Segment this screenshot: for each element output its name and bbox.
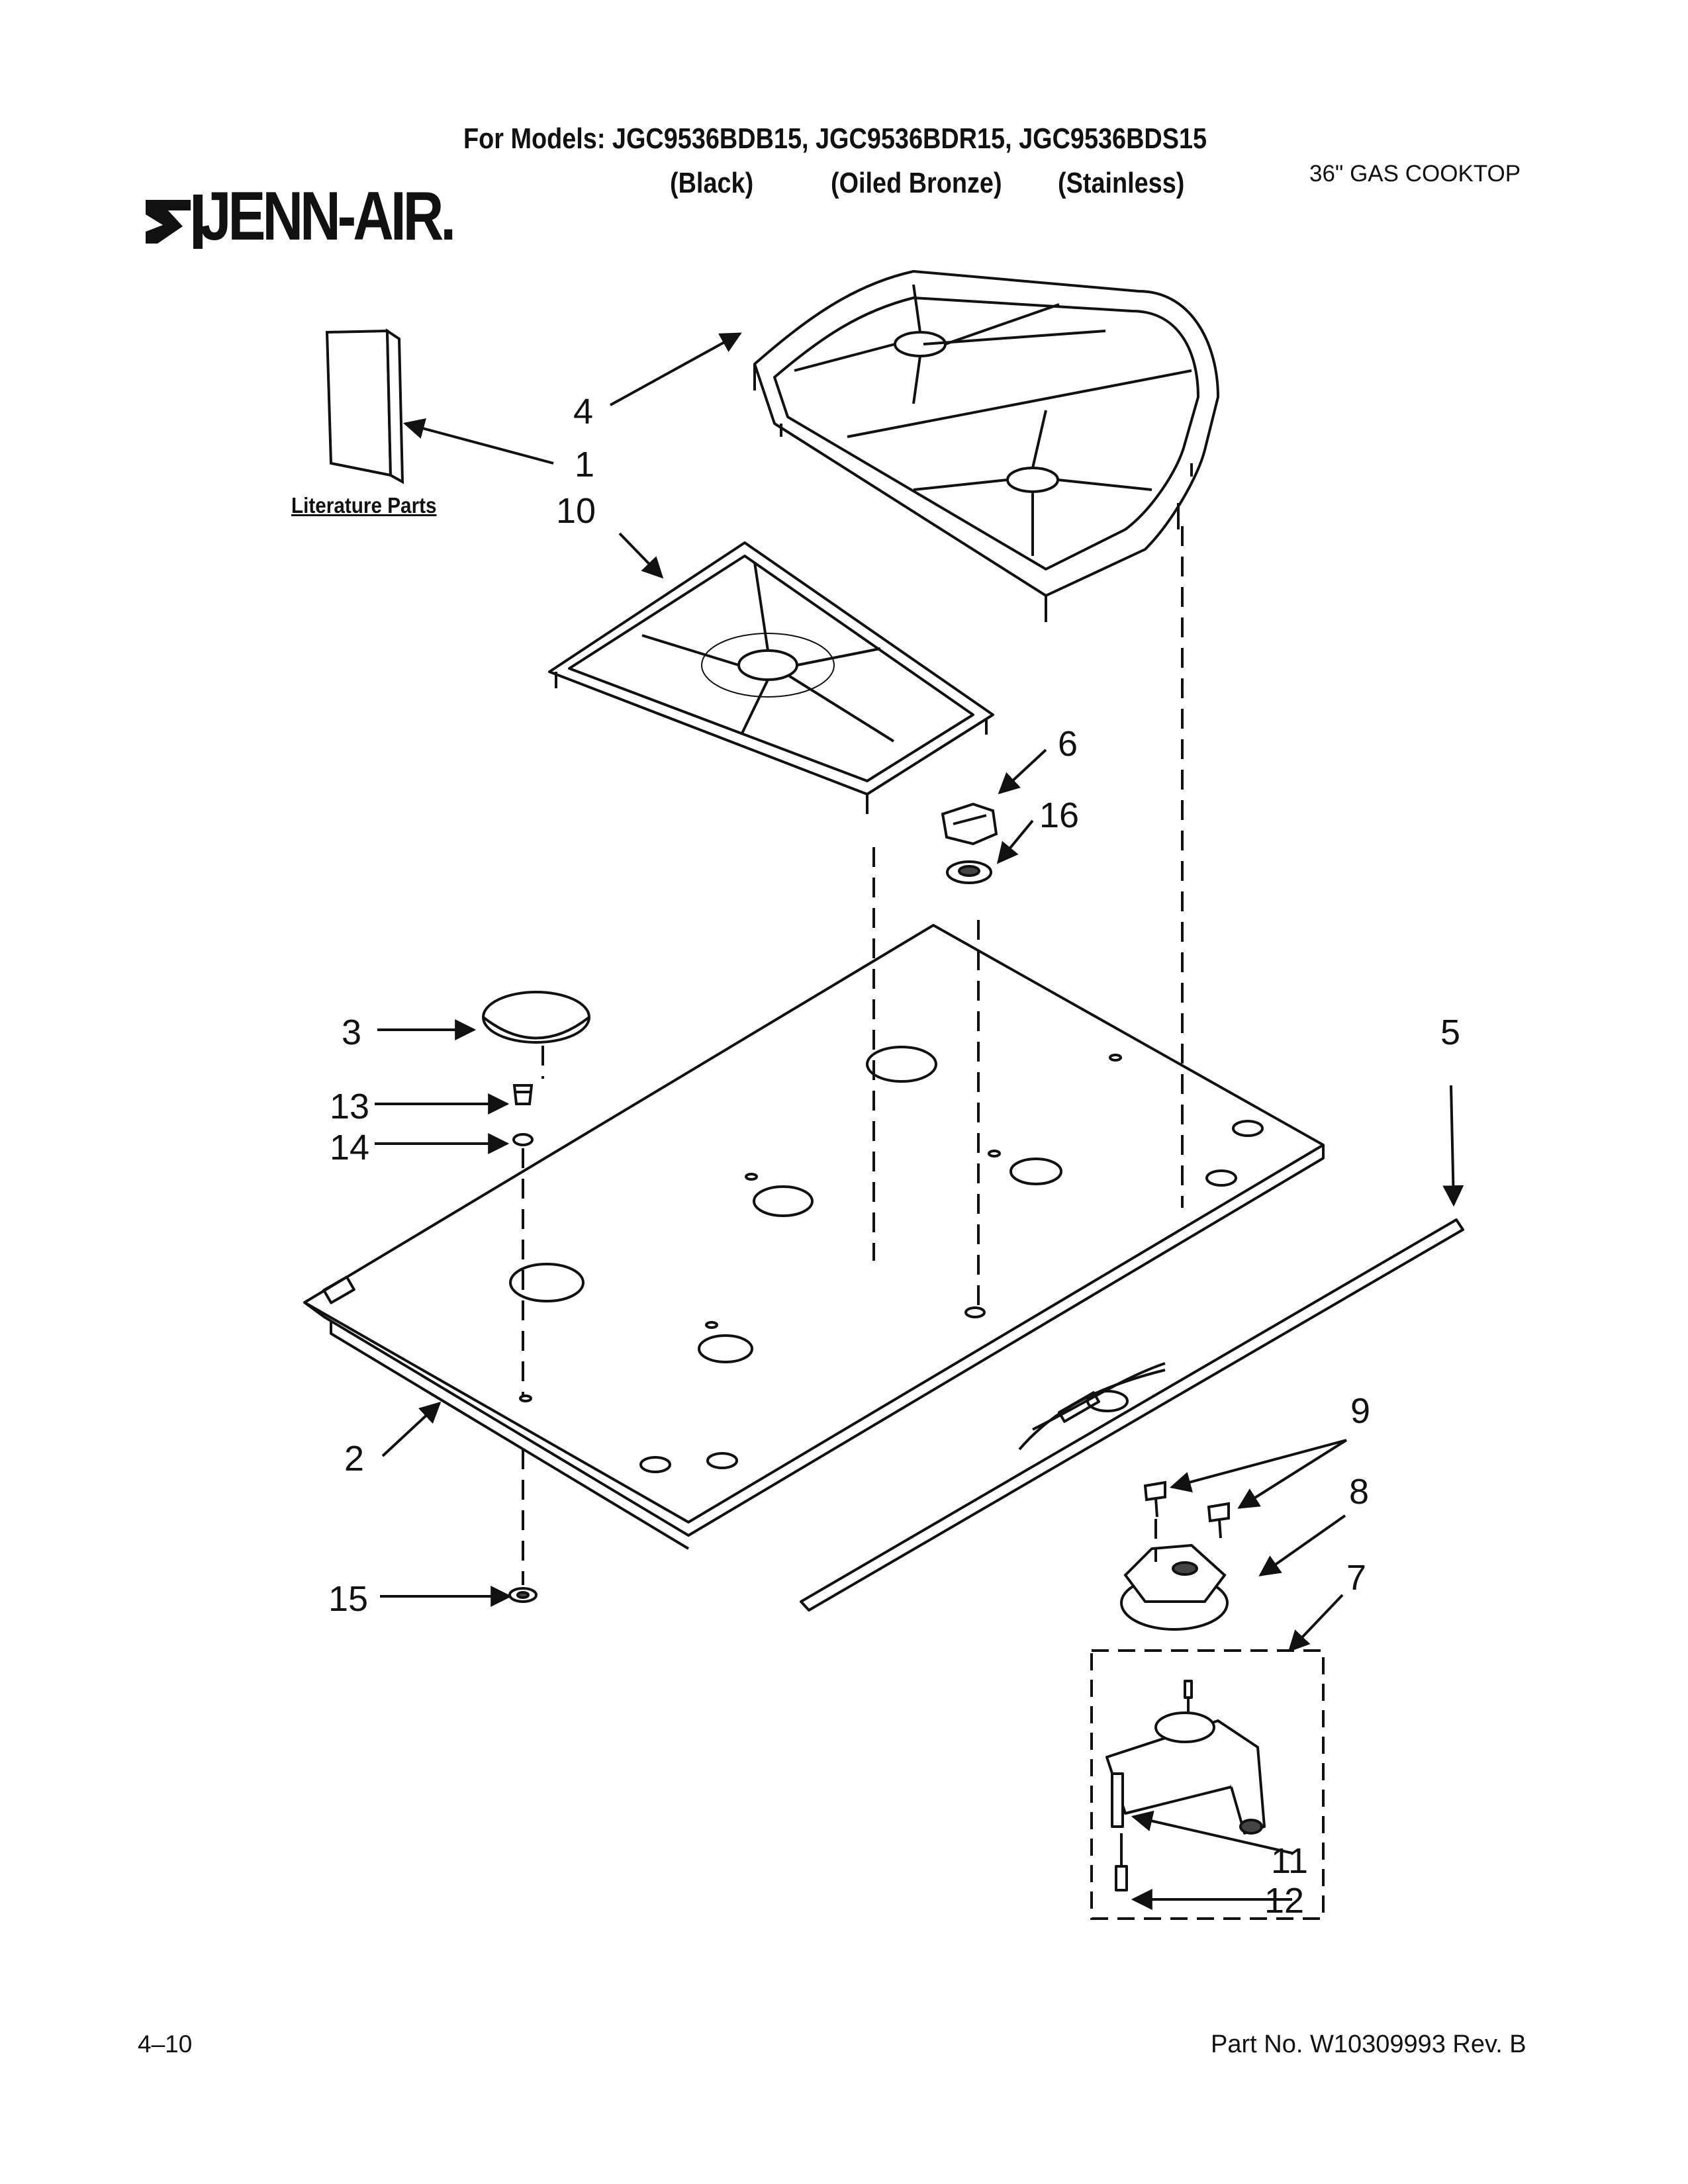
callout-4: 4 [573,392,593,432]
callout-8: 8 [1349,1472,1369,1512]
models-line: For Models: JGC9536BDB15, JGC9536BDR15, … [463,122,1207,155]
grommet-15 [508,1587,538,1603]
grate-center [548,541,994,814]
burner-cap [482,991,590,1044]
callout-16: 16 [1039,796,1079,835]
callout-13: 13 [330,1087,369,1126]
callout-15: 15 [328,1579,368,1619]
callout-14: 14 [330,1128,369,1167]
alignment-lines [522,526,1184,1585]
product-title: 36" GAS COOKTOP [1309,161,1521,187]
finish-stainless: (Stainless) [1058,167,1185,199]
control-knob [941,802,998,846]
callout-6: 6 [1058,724,1078,764]
burner-assembly-box [1090,1649,1325,1920]
burner-base [1120,1543,1229,1631]
callout-3: 3 [342,1013,361,1052]
finish-oiled-bronze: (Oiled Bronze) [831,167,1002,199]
screw-13 [512,1084,534,1105]
callout-11: 11 [1271,1841,1308,1881]
callout-5: 5 [1440,1013,1460,1052]
screw-9-right [1207,1502,1230,1539]
screw-9-left [1143,1480,1166,1518]
literature-book [325,328,404,484]
jenn-air-logo-mark [146,195,203,249]
callout-10: 10 [556,491,596,531]
callout-2: 2 [344,1439,364,1479]
callout-1: 1 [575,445,594,484]
callout-12: 12 [1264,1881,1304,1921]
burner-assembly [1105,1680,1266,1891]
part-number: Part No. W10309993 Rev. B [1211,2030,1526,2058]
finish-black: (Black) [670,167,754,199]
literature-parts-label: Literature Parts [291,493,437,518]
callout-numbers: 1 2 3 4 5 6 7 8 9 10 11 12 13 14 15 16 [328,392,1460,1921]
washer-14 [512,1133,534,1146]
page-number: 4–10 [138,2030,193,2058]
callout-7: 7 [1346,1558,1366,1598]
glass-cooktop [303,924,1325,1550]
leader-arrows [375,332,1464,1910]
callout-9: 9 [1350,1391,1370,1431]
knob-bezel [946,860,992,884]
grate-large [753,270,1219,622]
brand-name: JENN-AIR. [200,178,456,255]
cooktop-seal [800,1218,1464,1612]
